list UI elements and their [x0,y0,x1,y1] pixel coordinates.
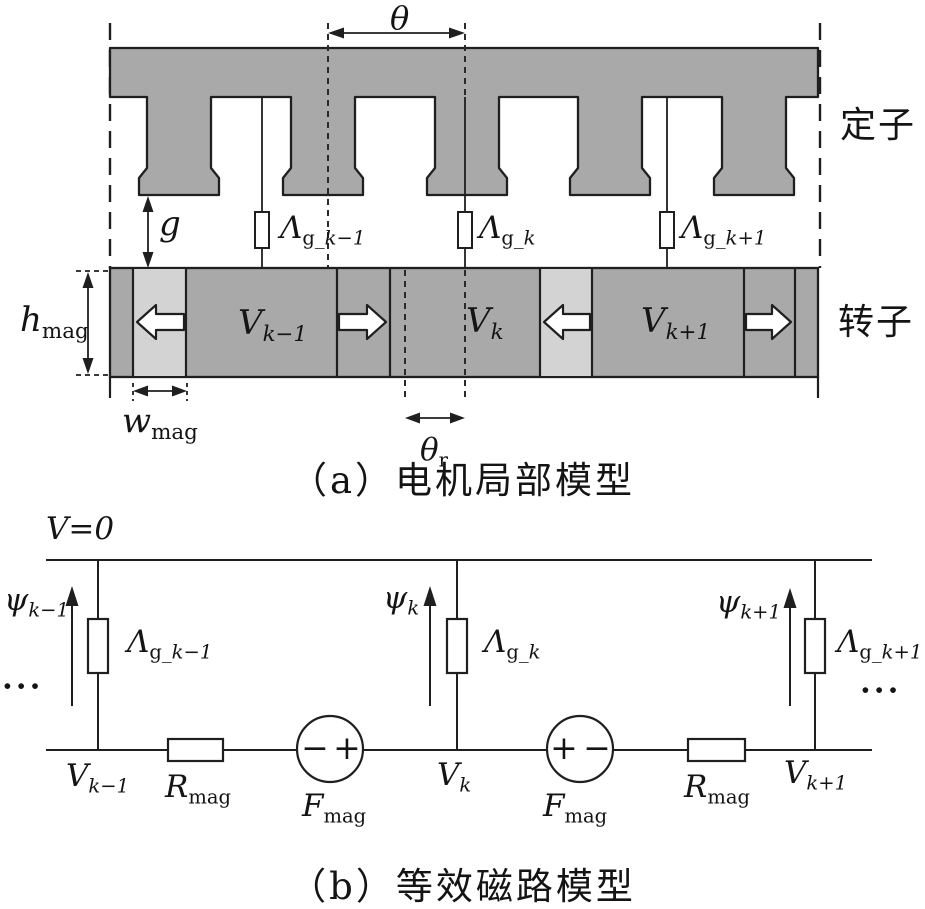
reluctance-symbol-left [166,737,225,763]
h-mag-label: hmag [20,300,89,345]
mmf-right-plus-sign: + [550,728,578,768]
node-label-k: Vk [437,757,472,797]
node-label-k-1: Vk−1 [66,758,129,798]
magnet-arrow-right-2 [744,303,793,341]
flux-label-k: ψk [383,580,420,620]
circuit-permeance-symbol-k [445,617,469,675]
permeance-label-b-k+1: Λg_k+1 [837,624,923,664]
caption-part-a: （a）电机局部模型 [289,459,636,502]
theta-r-dimension-arrow [405,412,465,424]
rotor-label: 转子 [838,302,915,343]
rotor-segment-dividers [131,268,797,377]
airgap-permeance-symbol-k [457,211,473,249]
circuit-permeance-symbol-k-1 [86,617,110,675]
reluctance-label-left: Rmag [165,769,231,809]
airgap-permeance-symbol-k+1 [659,211,675,249]
w-mag-dimension [132,383,188,401]
circuit-permeance-branches [97,560,816,750]
mmf-source-right [545,714,615,784]
pole-potential-label-k: Vk [466,301,504,346]
w-mag-label: wmag [122,401,198,446]
caption-part-b: （b）等效磁路模型 [289,865,636,908]
h-mag-dimension [76,270,112,376]
magnet-arrow-right-1 [337,303,388,341]
node-label-k+1: Vk+1 [784,755,847,795]
ellipsis-right: ··· [860,673,902,709]
mmf-right-minus-sign: − [583,728,611,768]
magnet-arrow-left-1 [135,303,186,341]
circuit-permeance-symbol-k+1 [803,617,827,675]
permeance-label-a-k: Λg_k [479,210,536,250]
permeance-label-b-k-1: Λg_k−1 [127,624,213,664]
stator-label: 定子 [840,105,917,146]
flux-label-k+1: ψk+1 [716,584,781,624]
airgap-dimension-arrow [142,196,154,268]
permeance-label-b-k: Λg_k [484,624,541,664]
airgap-g-label: g [159,204,181,244]
reluctance-symbol-right [686,737,747,763]
flux-arrows [65,586,797,706]
mmf-source-left [295,714,365,784]
flux-label-k-1: ψk−1 [4,582,69,622]
theta-dimension-arrow [328,27,465,39]
mmf-label-right: Fmag [543,788,608,828]
airgap-permeance-symbol-k-1 [254,211,270,249]
ground-potential-label: V=0 [46,511,115,547]
mmf-left-plus-sign: + [333,728,361,768]
pole-potential-label-k-1: Vk−1 [238,303,308,348]
mmf-label-left: Fmag [302,788,367,828]
magnet-arrow-left-2 [542,303,592,341]
mmf-left-minus-sign: − [301,728,329,768]
permeance-label-a-k+1: Λg_k+1 [681,210,767,250]
theta-r-label: θr [420,432,449,472]
pole-potential-label-k+1: Vk+1 [641,301,711,346]
permeance-label-a-k-1: Λg_k−1 [280,210,366,250]
ellipsis-left: ··· [2,669,44,705]
reluctance-label-right: Rmag [684,769,750,809]
stator-body [108,46,820,197]
airgap-permeance-branches [261,97,668,268]
theta-label: θ [390,0,410,37]
